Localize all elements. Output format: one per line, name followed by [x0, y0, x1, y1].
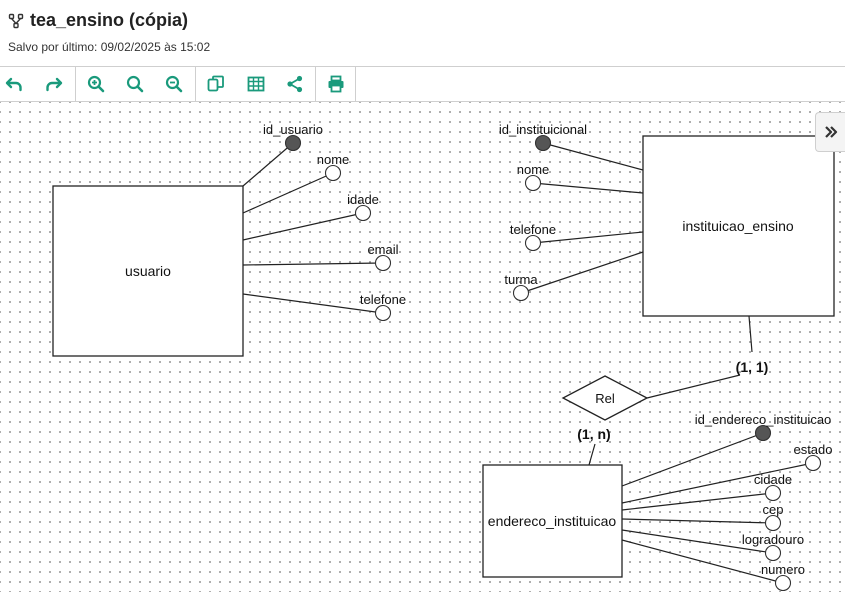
- zoom-in-button[interactable]: [76, 67, 116, 101]
- entity-label: instituicao_ensino: [682, 218, 794, 234]
- attribute-label: id_instituicional: [499, 122, 587, 137]
- attribute-label: id_usuario: [263, 122, 323, 137]
- attribute-circle[interactable]: [804, 454, 822, 472]
- diagram-canvas[interactable]: [0, 102, 845, 592]
- print-button[interactable]: [316, 67, 356, 101]
- app-header: tea_ensino (cópia) Salvo por último: 09/…: [0, 0, 845, 67]
- attribute-label: telefone: [510, 222, 556, 237]
- attribute-label: idade: [347, 192, 379, 207]
- attribute-label: logradouro: [742, 532, 804, 547]
- entity-instituicao-ensino[interactable]: [642, 135, 835, 317]
- cardinality-label: (1, n): [577, 426, 610, 442]
- double-chevron-right-icon: [825, 126, 838, 138]
- page-title: tea_ensino (cópia): [30, 10, 189, 30]
- toolbar-divider: [315, 67, 316, 101]
- toolbar-divider: [195, 67, 196, 101]
- attribute-label: cidade: [754, 472, 792, 487]
- zoom-in-icon: [87, 75, 105, 93]
- entity-usuario[interactable]: [52, 185, 244, 357]
- attribute-circle[interactable]: [324, 164, 342, 182]
- attribute-key-circle[interactable]: [534, 134, 552, 152]
- attribute-circle[interactable]: [764, 544, 782, 562]
- attribute-key-circle[interactable]: [284, 134, 302, 152]
- toolbar-divider: [75, 67, 76, 101]
- attribute-label: email: [367, 242, 398, 257]
- attribute-label: nome: [517, 162, 550, 177]
- sidebar-toggle-button[interactable]: [815, 112, 845, 152]
- redo-button[interactable]: [34, 67, 74, 101]
- toolbar: [0, 67, 845, 102]
- entity-endereco-instituicao[interactable]: [482, 464, 623, 578]
- attribute-circle[interactable]: [374, 304, 392, 322]
- cardinality-label: (1, 1): [736, 359, 769, 375]
- redo-icon: [46, 77, 63, 92]
- entity-label: endereco_instituicao: [488, 513, 617, 529]
- attribute-label: id_endereco_instituicao: [695, 412, 832, 427]
- zoom-out-button[interactable]: [154, 67, 194, 101]
- relationship-rel[interactable]: [561, 375, 649, 421]
- duplicate-button[interactable]: [196, 67, 236, 101]
- undo-icon: [5, 77, 22, 92]
- last-saved-text: Salvo por último: 09/02/2025 às 15:02: [8, 40, 211, 54]
- diagram-icon: [8, 13, 24, 28]
- attribute-label: telefone: [360, 292, 406, 307]
- attribute-label: numero: [761, 562, 805, 577]
- title-row: tea_ensino (cópia): [8, 10, 188, 31]
- undo-button[interactable]: [0, 67, 34, 101]
- attribute-circle[interactable]: [524, 234, 542, 252]
- entity-label: usuario: [125, 263, 171, 279]
- relationship-label: Rel: [595, 391, 615, 406]
- attribute-circle[interactable]: [764, 484, 782, 502]
- attribute-circle[interactable]: [774, 574, 792, 592]
- table-icon: [247, 76, 265, 92]
- attribute-circle[interactable]: [512, 284, 530, 302]
- zoom-out-icon: [165, 75, 183, 93]
- attribute-label: turma: [504, 272, 538, 287]
- zoom-reset-button[interactable]: [115, 67, 155, 101]
- attribute-key-circle[interactable]: [754, 424, 772, 442]
- attribute-label: estado: [793, 442, 832, 457]
- share-button[interactable]: [275, 67, 315, 101]
- attribute-circle[interactable]: [354, 204, 372, 222]
- attribute-label: cep: [763, 502, 784, 517]
- duplicate-icon: [207, 75, 224, 92]
- toolbar-divider: [355, 67, 356, 101]
- attribute-circle[interactable]: [374, 254, 392, 272]
- attribute-label: nome: [317, 152, 350, 167]
- print-icon: [328, 75, 344, 93]
- share-icon: [287, 75, 303, 93]
- attribute-circle[interactable]: [524, 174, 542, 192]
- table-button[interactable]: [236, 67, 276, 101]
- attribute-circle[interactable]: [764, 514, 782, 532]
- zoom-reset-icon: [126, 75, 144, 93]
